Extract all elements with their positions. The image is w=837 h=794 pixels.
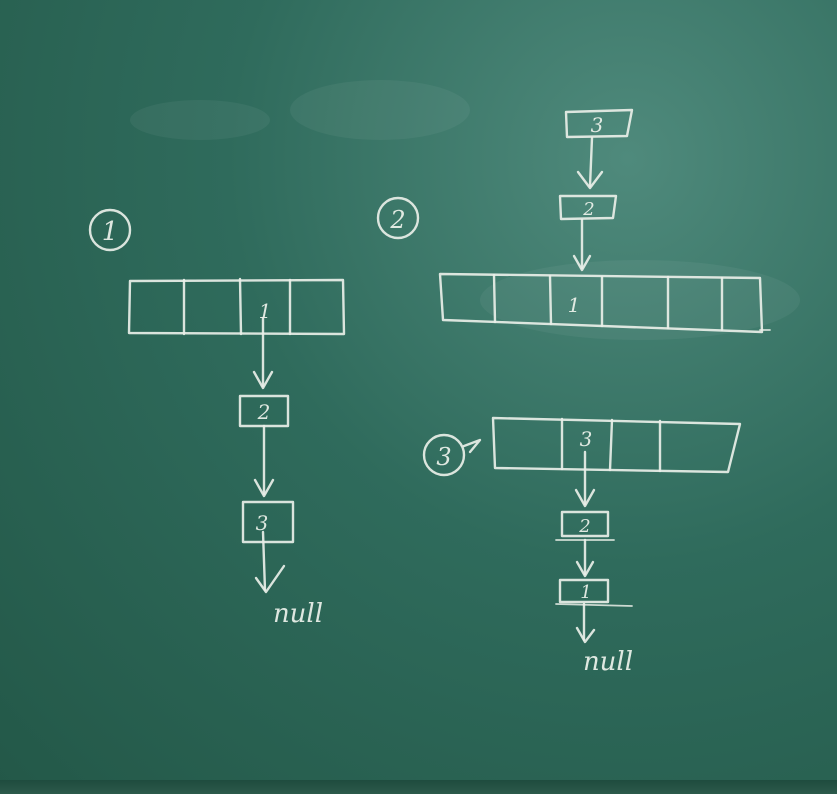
section-3-node-1 — [560, 510, 610, 538]
section-3-node-2 — [558, 578, 610, 604]
section-1-marker: 1 — [102, 217, 119, 247]
section-2-top-node — [564, 108, 634, 139]
section-1: 1 1 2 3 null — [88, 208, 346, 629]
section-1-array-value: 1 — [259, 299, 272, 323]
section-1-node-2 — [241, 500, 295, 544]
section-2-marker-circle — [376, 196, 420, 240]
section-2-marker: 2 — [389, 206, 405, 234]
section-3-node-2-value: 1 — [580, 582, 591, 603]
section-3-array-value: 3 — [580, 427, 593, 451]
section-2-array: 1 — [438, 272, 771, 334]
section-1-arrow-3 — [261, 530, 267, 592]
section-2-node — [558, 194, 618, 221]
section-1-array: 1 — [127, 277, 346, 336]
section-3-array: 3 — [491, 416, 742, 474]
section-1-terminal: null — [273, 599, 323, 629]
section-3: 3 3 2 1 null — [422, 416, 742, 677]
section-3-marker-circle — [422, 433, 466, 477]
section-1-node-1-value: 2 — [257, 400, 271, 424]
section-2-array-value: 1 — [568, 293, 581, 317]
section-3-terminal: null — [583, 647, 633, 677]
section-2-top-node-value: 3 — [591, 113, 604, 137]
section-2: 2 3 2 1 — [376, 108, 771, 334]
section-1-node-2-value: 3 — [256, 511, 269, 535]
section-2-arrow-1 — [588, 136, 594, 188]
section-3-node-1-value: 2 — [578, 516, 590, 537]
section-1-marker-circle — [88, 208, 132, 252]
section-2-node-value: 2 — [582, 199, 594, 220]
section-3-marker: 3 — [436, 443, 451, 471]
board-ledge — [0, 780, 837, 794]
